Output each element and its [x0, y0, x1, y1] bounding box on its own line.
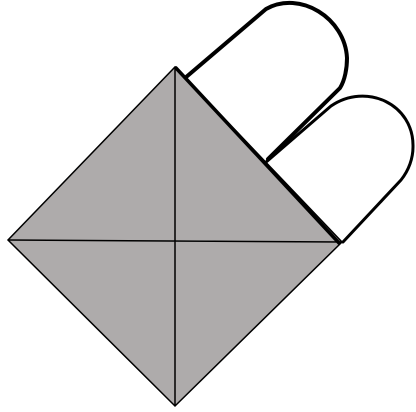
origami-diagram — [0, 0, 416, 412]
